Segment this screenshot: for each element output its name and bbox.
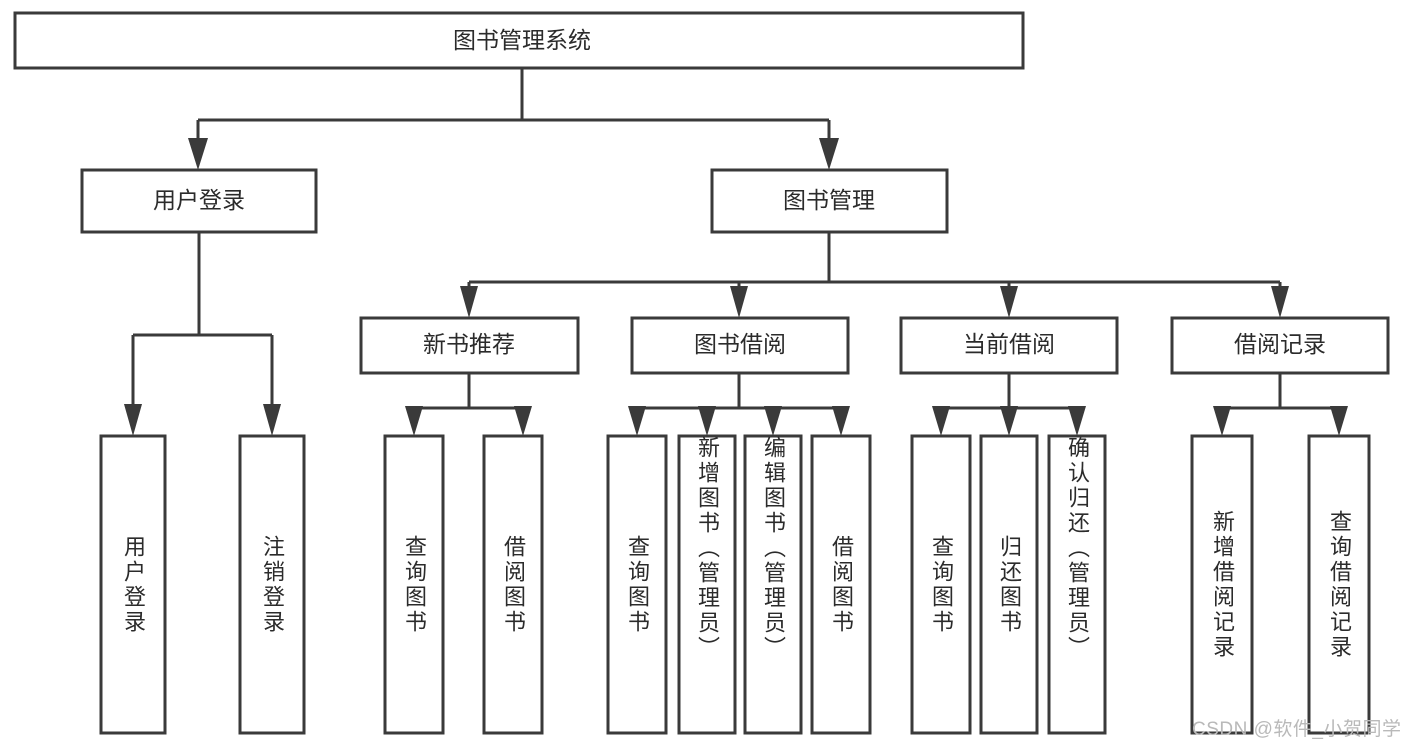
node-label-current-borrow: 当前借阅 [963, 331, 1055, 357]
connector-root-to-level2 [188, 68, 839, 170]
node-label-book-management: 图书管理 [783, 187, 875, 213]
arrow-head-icon [932, 406, 950, 436]
arrow-head-icon [1000, 286, 1018, 318]
leaf-box-currentborrow-query[interactable] [910, 434, 972, 735]
leaf-box-borrowrecord-add[interactable] [1190, 434, 1254, 735]
node-box-root[interactable] [13, 11, 1025, 70]
watermark-text: CSDN @软件_小贺同学 [1192, 719, 1402, 740]
node-label-user-login: 用户登录 [153, 187, 245, 213]
connector-bookborrow-to-leaves [628, 373, 850, 436]
node-box-book-management[interactable] [710, 168, 949, 234]
connector-bookmgmt-to-level3 [460, 232, 1289, 318]
arrow-head-icon [1271, 286, 1289, 318]
node-label-borrow-record: 借阅记录 [1234, 331, 1326, 357]
arrow-head-icon [1330, 406, 1348, 436]
arrow-head-icon [730, 286, 748, 318]
node-box-current-borrow[interactable] [899, 316, 1119, 375]
leaf-box-newbook-borrow[interactable] [482, 434, 544, 735]
leaf-box-user-login-login[interactable] [99, 434, 167, 735]
arrow-head-icon [124, 404, 142, 436]
arrow-head-icon [1213, 406, 1231, 436]
leaf-box-user-login-logout[interactable] [238, 434, 306, 735]
arrow-head-icon [263, 404, 281, 436]
node-box-new-book-recommend[interactable] [359, 316, 580, 375]
arrow-head-icon [764, 406, 782, 436]
arrow-head-icon [819, 138, 839, 170]
node-box-user-login[interactable] [80, 168, 318, 234]
leaf-box-bookborrow-borrow[interactable] [810, 434, 872, 735]
arrow-head-icon [832, 406, 850, 436]
node-box-borrow-record[interactable] [1170, 316, 1390, 375]
connector-borrowrecord-to-leaves [1213, 373, 1348, 436]
arrow-head-icon [698, 406, 716, 436]
node-label-book-borrow: 图书借阅 [694, 331, 786, 357]
leaf-box-bookborrow-add[interactable] [677, 434, 737, 735]
node-label-root: 图书管理系统 [453, 27, 591, 53]
arrow-head-icon [1068, 406, 1086, 436]
connector-currentborrow-to-leaves [932, 373, 1086, 436]
arrow-head-icon [460, 286, 478, 318]
arrow-head-icon [405, 406, 423, 436]
arrow-head-icon [628, 406, 646, 436]
leaf-box-currentborrow-return[interactable] [979, 434, 1039, 735]
leaf-box-newbook-query[interactable] [383, 434, 445, 735]
connector-newbook-to-leaves [405, 373, 532, 436]
connector-userlogin-to-leaves [124, 232, 281, 436]
leaf-box-currentborrow-confirm[interactable] [1047, 434, 1107, 735]
arrow-head-icon [1000, 406, 1018, 436]
arrow-head-icon [514, 406, 532, 436]
leaf-box-bookborrow-edit[interactable] [743, 434, 803, 735]
node-box-book-borrow[interactable] [630, 316, 850, 375]
leaf-box-bookborrow-query[interactable] [606, 434, 668, 735]
arrow-head-icon [188, 138, 208, 170]
leaf-box-borrowrecord-query[interactable] [1307, 434, 1371, 735]
node-label-new-book-recommend: 新书推荐 [423, 331, 515, 357]
